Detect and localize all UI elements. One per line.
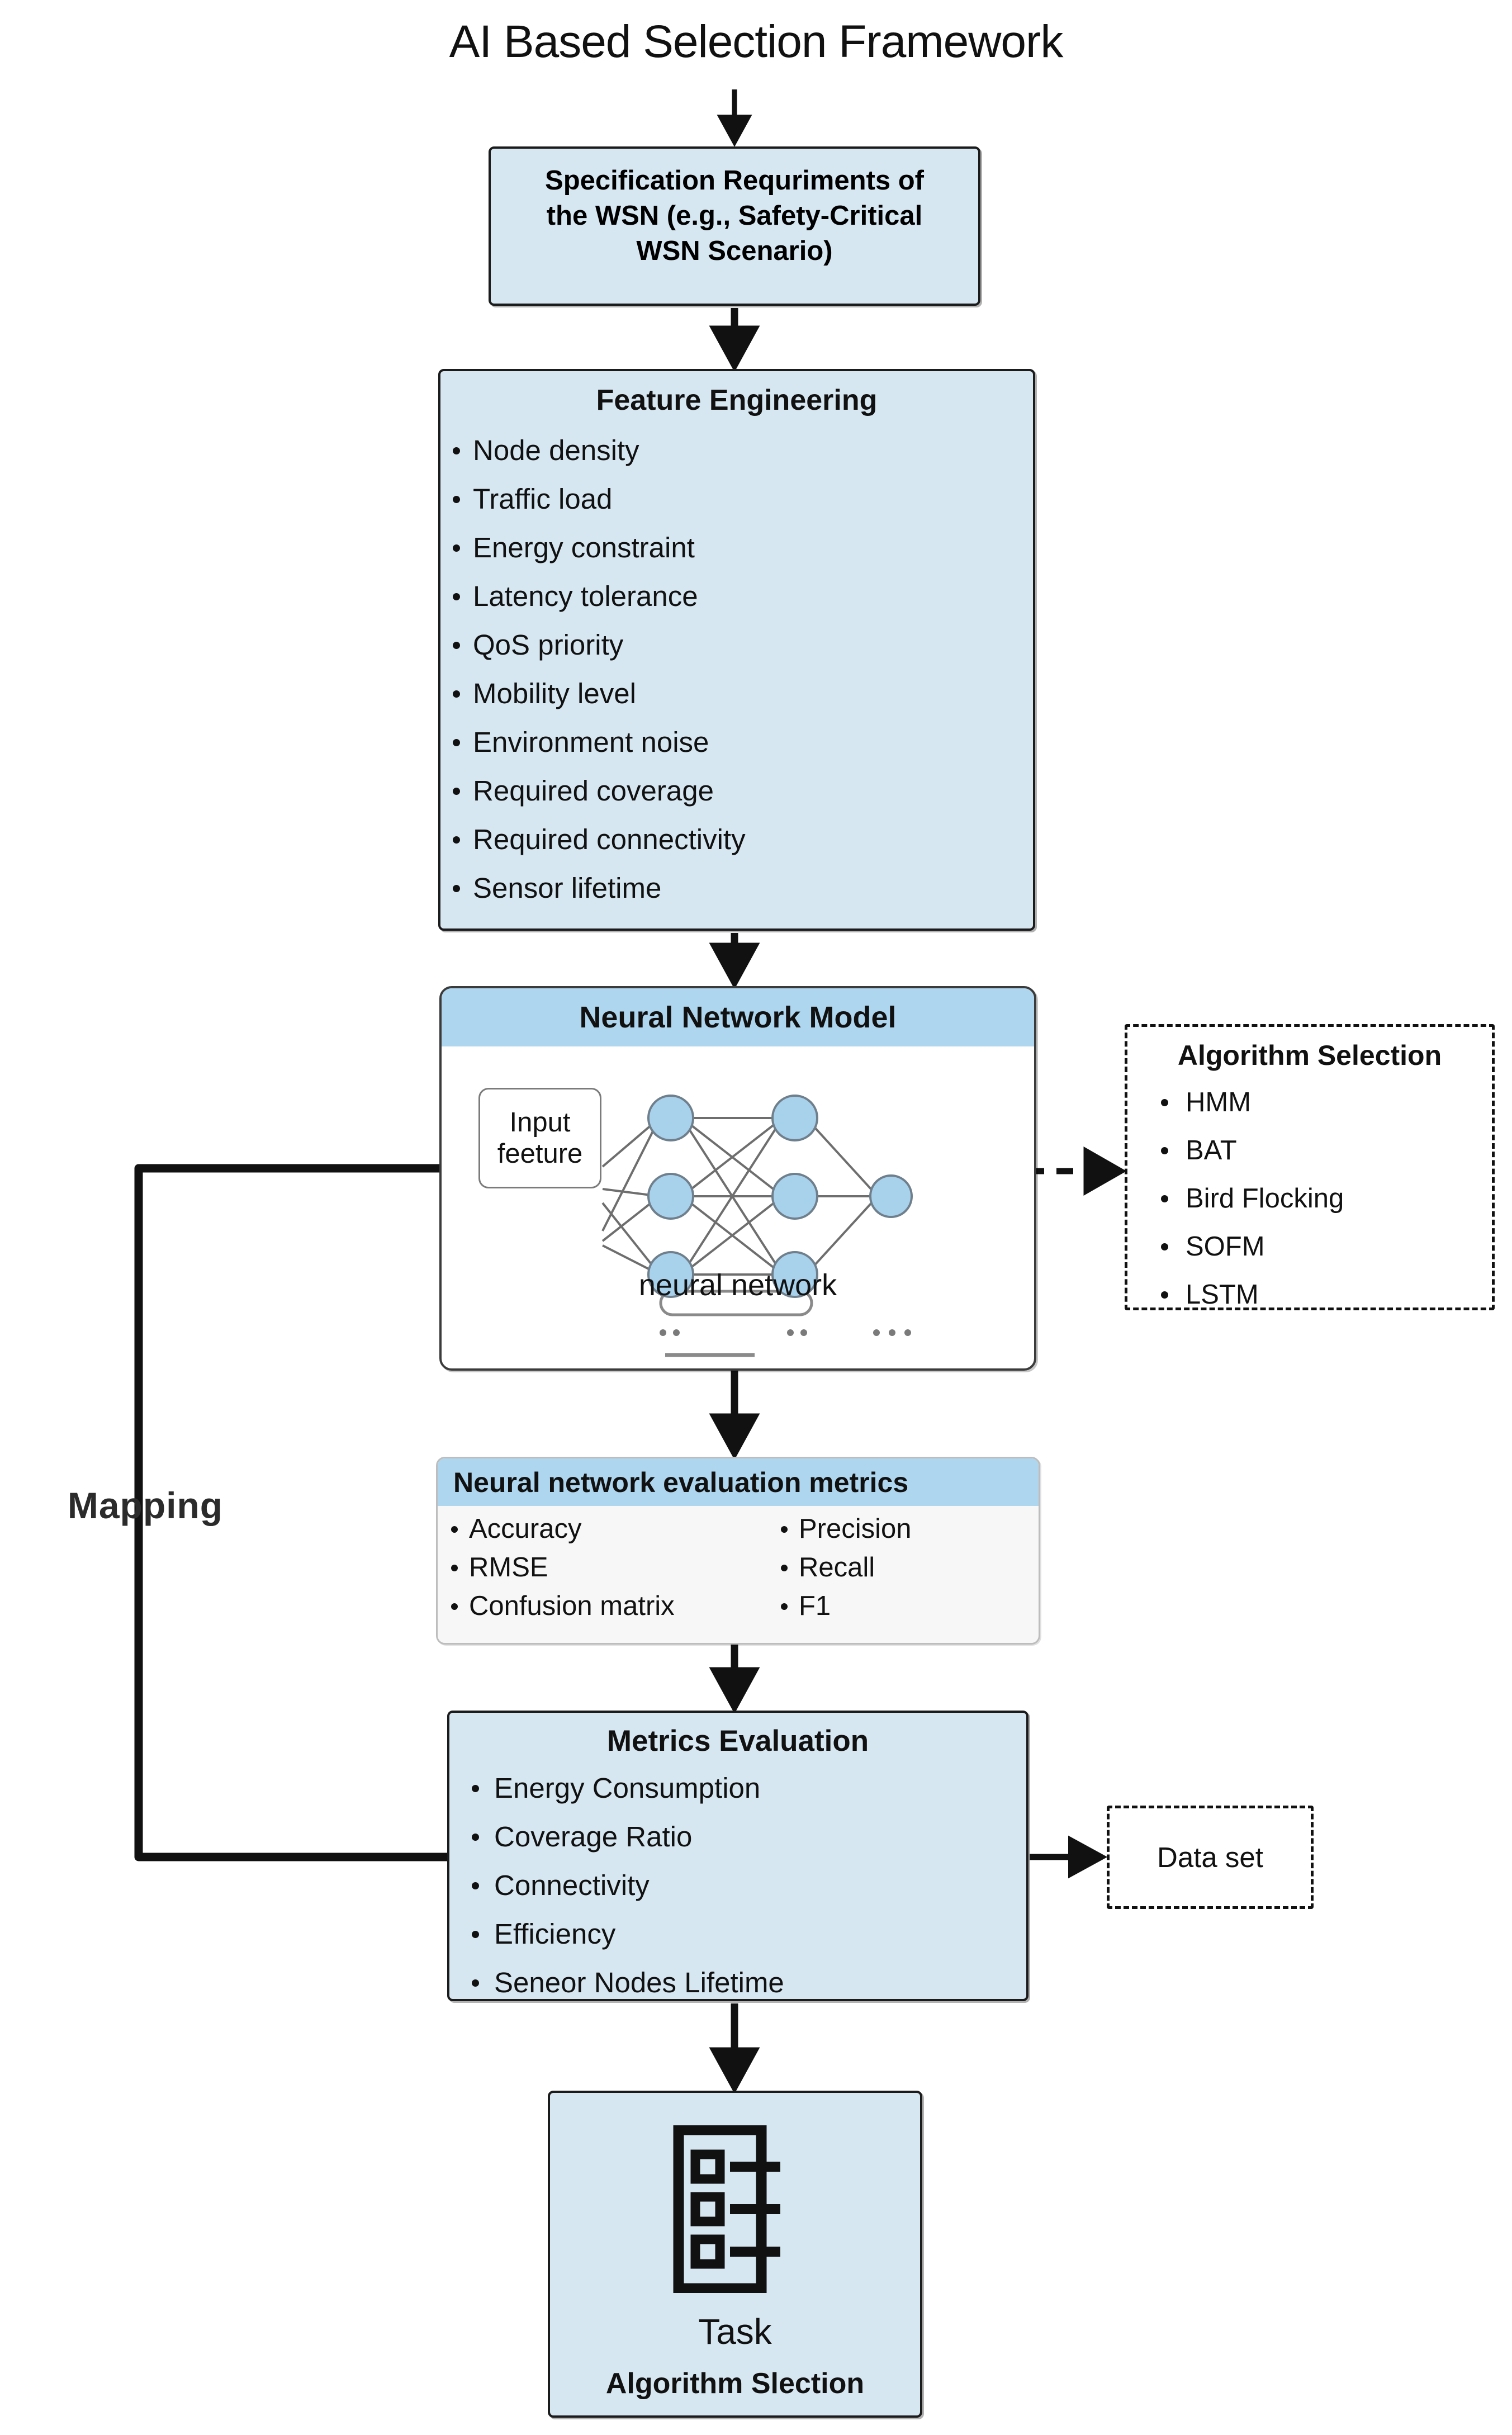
nn-caption: neural network	[638, 1268, 837, 1302]
checklist-icon-wrap	[550, 2125, 920, 2293]
spec-line-2: the WSN (e.g., Safety-Critical	[546, 201, 923, 231]
list-item: Node density	[440, 426, 1033, 475]
list-item: SOFM	[1127, 1223, 1492, 1271]
list-item: Recall	[767, 1548, 1002, 1587]
task-box[interactable]: Task Algorithm Slection	[548, 2091, 922, 2418]
list-item: Required coverage	[440, 766, 1033, 815]
dataset-box[interactable]: Data set	[1107, 1806, 1314, 1909]
metrics-evaluation-box[interactable]: Metrics Evaluation Energy Consumption Co…	[447, 1711, 1028, 2001]
feature-engineering-box[interactable]: Feature Engineering Node density Traffic…	[438, 369, 1035, 931]
spec-line-1: Specification Requriments of	[545, 165, 924, 196]
nn-edges	[601, 1117, 879, 1276]
nn-layer-bracket	[659, 1290, 813, 1316]
list-item: Accuracy	[438, 1510, 767, 1548]
checklist-icon	[673, 2125, 780, 2293]
neural-network-model-title: Neural Network Model	[442, 988, 1034, 1046]
specification-text: Specification Requriments of the WSN (e.…	[491, 149, 978, 269]
mapping-label: Mapping	[67, 1485, 224, 1526]
list-item: QoS priority	[440, 620, 1033, 669]
neural-network-model-box[interactable]: Neural Network Model	[439, 986, 1036, 1371]
metrics-evaluation-title: Metrics Evaluation	[606, 1725, 869, 1757]
metrics-evaluation-list: Energy Consumption Coverage Ratio Connec…	[449, 1764, 1026, 2007]
list-item: Connectivity	[449, 1861, 1026, 1910]
spec-line-3: WSN Scenario)	[636, 236, 833, 266]
evaluation-metrics-right-column: Precision Recall F1	[767, 1510, 1002, 1626]
list-item: Energy Consumption	[449, 1764, 1026, 1812]
list-item: Precision	[767, 1510, 1002, 1548]
algorithm-selection-title: Algorithm Selection	[1177, 1040, 1442, 1071]
list-item: Confusion matrix	[438, 1587, 767, 1626]
dataset-label: Data set	[1157, 1841, 1263, 1873]
list-item: Bird Flocking	[1127, 1174, 1492, 1223]
specification-requirements-box[interactable]: Specification Requriments of the WSN (e.…	[489, 146, 980, 306]
list-item: RMSE	[438, 1548, 767, 1587]
list-item: LSTM	[1127, 1271, 1492, 1319]
list-item: Efficiency	[449, 1910, 1026, 1958]
nn-input-label-line2: feeture	[497, 1139, 583, 1169]
neural-network-svg	[601, 1095, 913, 1357]
list-item: Mobility level	[440, 669, 1033, 718]
nn-input-feature-box: Input feeture	[478, 1088, 601, 1188]
task-subtitle: Algorithm Slection	[605, 2367, 865, 2400]
list-item: Required connectivity	[440, 815, 1033, 864]
algorithm-selection-list: HMM BAT Bird Flocking SOFM LSTM	[1127, 1078, 1492, 1319]
list-item: Energy constraint	[440, 523, 1033, 572]
nn-nodes	[647, 1095, 913, 1298]
nn-ellipsis-dots	[660, 1329, 911, 1336]
feature-engineering-list: Node density Traffic load Energy constra…	[440, 426, 1033, 912]
list-item: Sensor lifetime	[440, 864, 1033, 912]
list-item: Environment noise	[440, 718, 1033, 766]
page-title: AI Based Selection Framework	[449, 16, 1064, 67]
evaluation-metrics-box[interactable]: Neural network evaluation metrics Accura…	[436, 1457, 1040, 1645]
list-item: HMM	[1127, 1078, 1492, 1126]
list-item: BAT	[1127, 1126, 1492, 1174]
evaluation-metrics-columns: Accuracy RMSE Confusion matrix Precision…	[438, 1510, 1039, 1626]
list-item: Coverage Ratio	[449, 1812, 1026, 1861]
evaluation-metrics-left-column: Accuracy RMSE Confusion matrix	[438, 1510, 767, 1626]
feature-engineering-title: Feature Engineering	[596, 384, 878, 416]
algorithm-selection-box[interactable]: Algorithm Selection HMM BAT Bird Flockin…	[1125, 1024, 1495, 1310]
list-item: Traffic load	[440, 475, 1033, 523]
list-item: F1	[767, 1587, 1002, 1626]
list-item: Latency tolerance	[440, 572, 1033, 620]
nn-input-label-line1: Input	[509, 1107, 571, 1138]
evaluation-metrics-title: Neural network evaluation metrics	[438, 1458, 1039, 1506]
task-label: Task	[698, 2311, 772, 2352]
neural-network-diagram	[442, 1046, 1034, 1368]
list-item: Seneor Nodes Lifetime	[449, 1958, 1026, 2007]
